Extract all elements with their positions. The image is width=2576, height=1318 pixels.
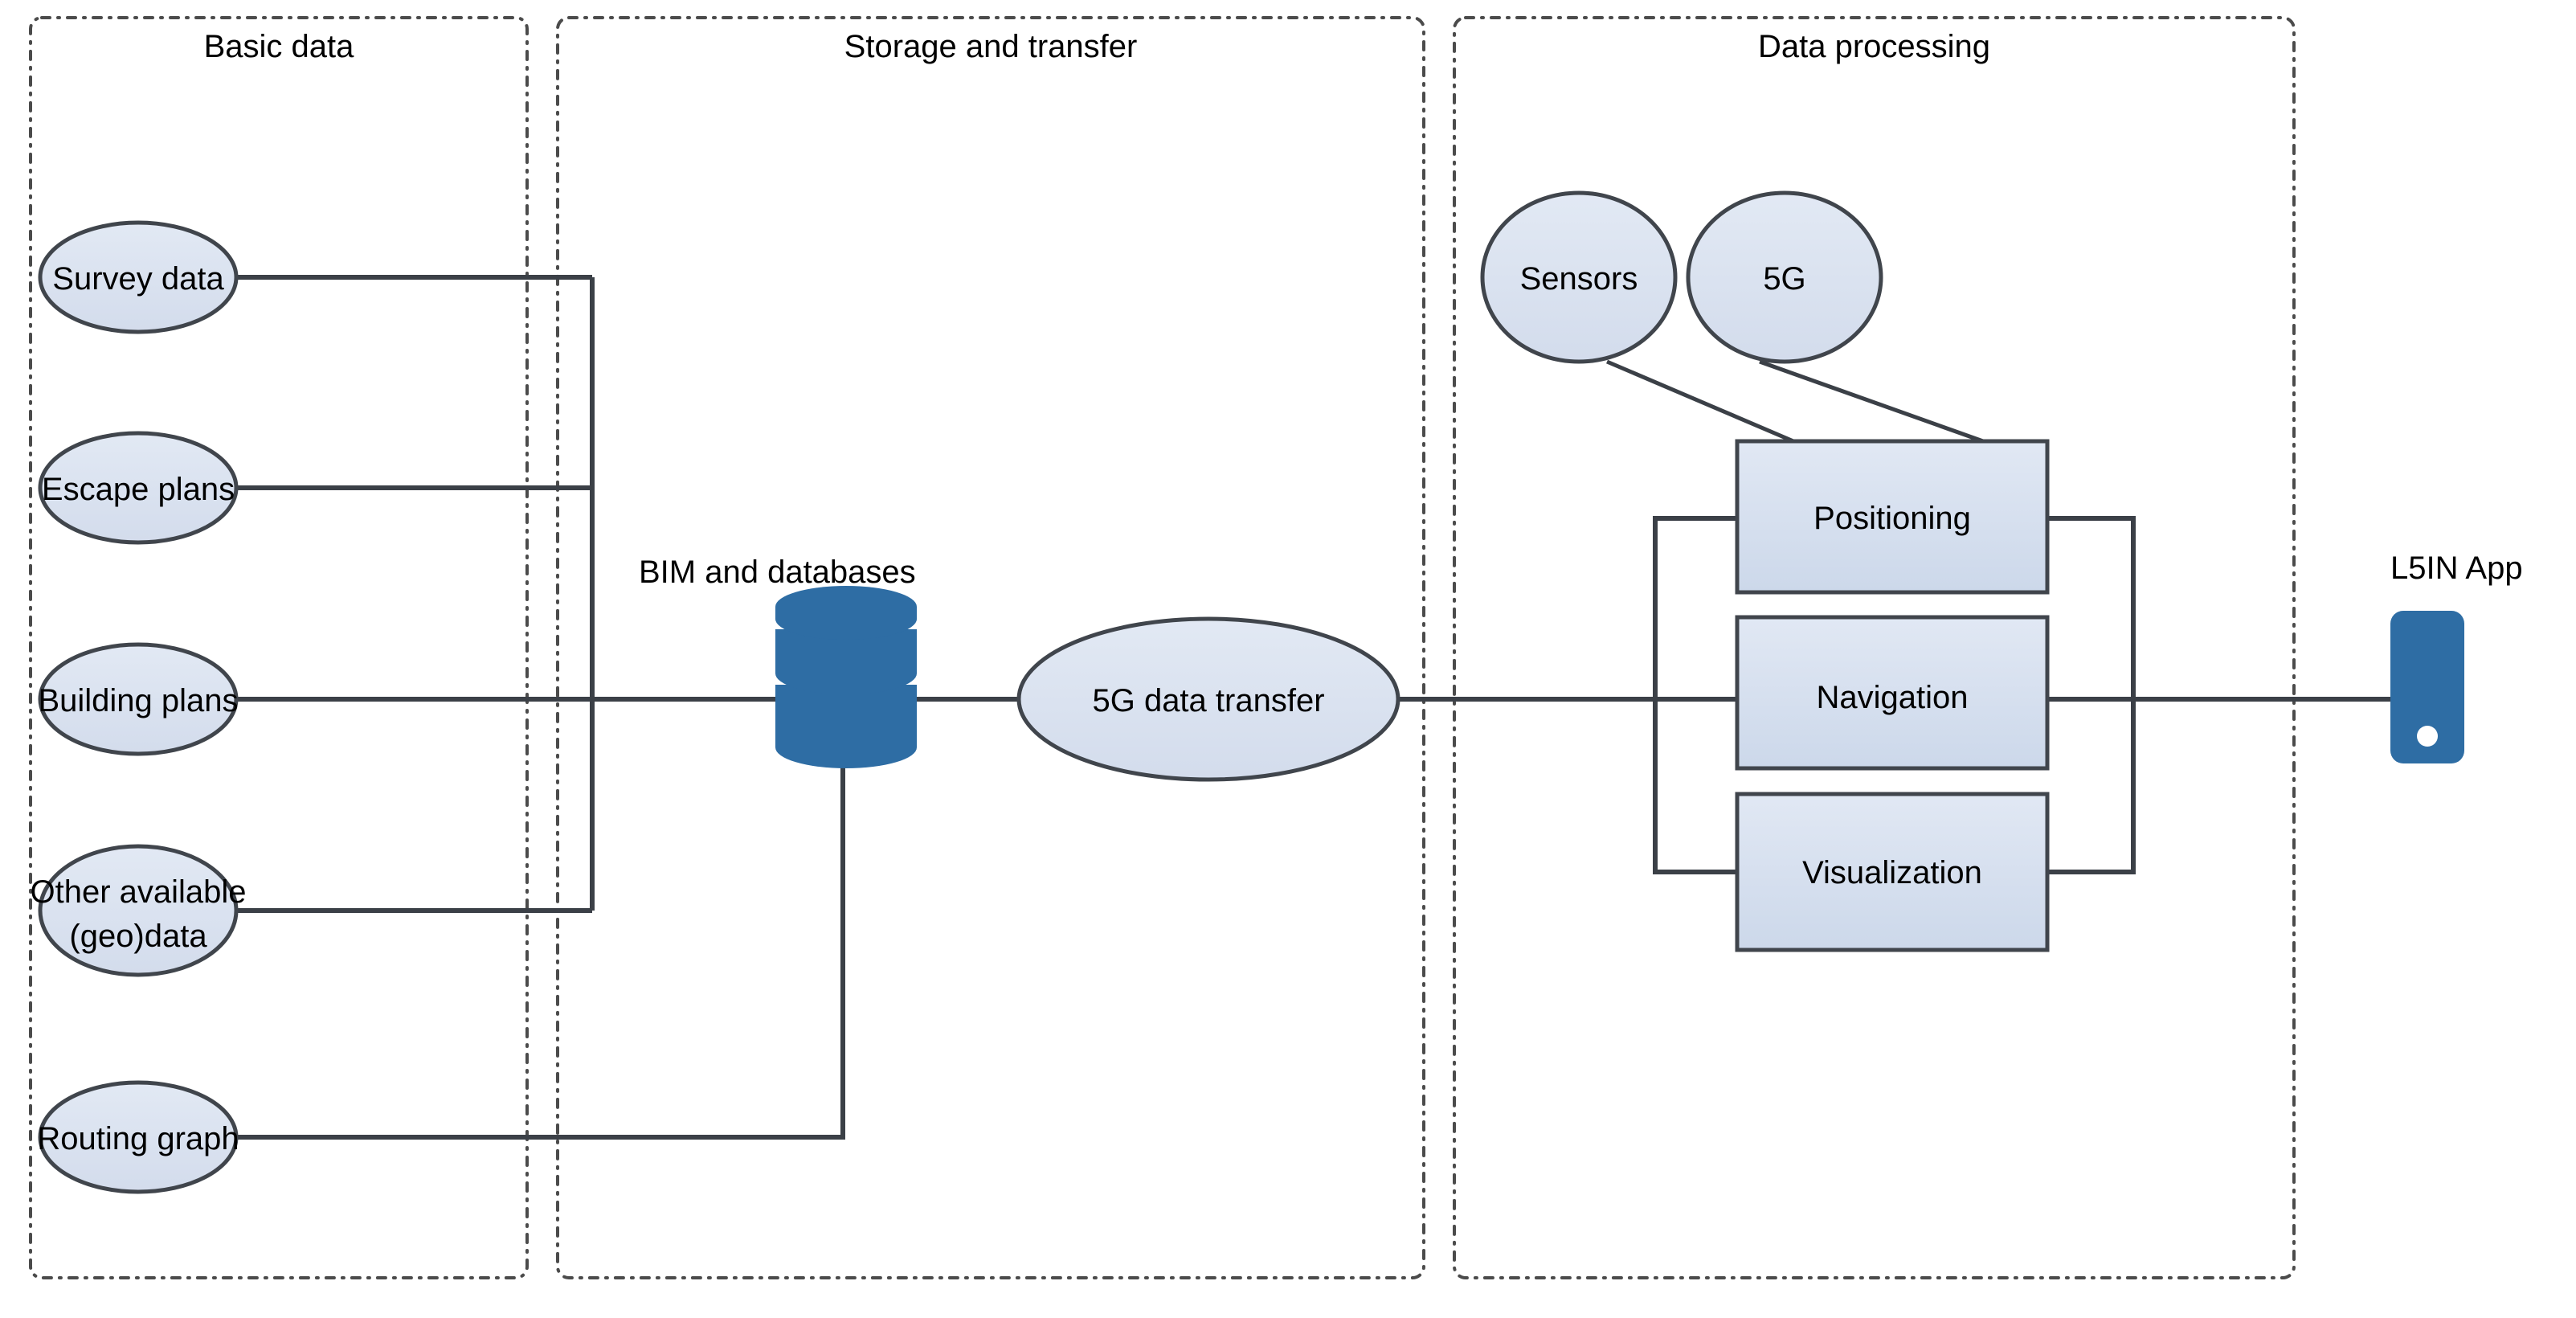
group-title-basic-data: Basic data	[203, 29, 354, 64]
node-routing-graph[interactable]	[38, 1080, 239, 1194]
group-title-data-processing: Data processing	[1757, 29, 1991, 64]
connector-processing-left-bus	[1653, 516, 1737, 874]
node-building-plans[interactable]	[38, 642, 239, 756]
hit-navigation[interactable]	[1737, 617, 2047, 768]
connector-processing-right-bus	[2047, 516, 2136, 874]
node-5g[interactable]	[1686, 190, 1883, 364]
node-positioning[interactable]	[1735, 439, 2050, 595]
label-bim-and-databases: BIM and databases	[639, 555, 916, 590]
connector-routing-graph-to-database	[235, 751, 845, 1140]
connector-5g-to-positioning	[1759, 359, 1984, 444]
node-sensors[interactable]	[1480, 190, 1678, 364]
node-l5in-app-phone[interactable]	[2390, 611, 2464, 763]
hit-positioning[interactable]	[1737, 441, 2047, 592]
node-escape-plans[interactable]	[38, 431, 239, 545]
node-other-available-geodata[interactable]	[38, 844, 239, 977]
connector-sensors-to-positioning	[1606, 359, 1794, 444]
hit-database[interactable]	[775, 586, 917, 764]
hit-5g-data-transfer[interactable]	[1019, 619, 1398, 780]
node-database-cylinder[interactable]	[775, 586, 917, 768]
node-visualization[interactable]	[1735, 792, 2050, 952]
hit-other-available-geodata[interactable]	[40, 846, 236, 975]
hit-visualization[interactable]	[1737, 794, 2047, 950]
connector-basic-data-bus	[235, 275, 775, 913]
hit-routing-graph[interactable]	[40, 1083, 236, 1192]
hit-escape-plans[interactable]	[40, 433, 236, 542]
hit-5g[interactable]	[1688, 193, 1881, 362]
node-survey-data[interactable]	[38, 220, 239, 334]
hit-l5in-app[interactable]	[2390, 611, 2464, 763]
node-5g-data-transfer[interactable]	[1016, 616, 1400, 782]
group-container-basic-data	[29, 16, 529, 1279]
hit-survey-data[interactable]	[40, 223, 236, 332]
hit-sensors[interactable]	[1482, 193, 1675, 362]
hit-building-plans[interactable]	[40, 645, 236, 754]
group-container-data-processing	[1453, 16, 2296, 1279]
group-container-storage-and-transfer	[556, 16, 1425, 1279]
node-navigation[interactable]	[1735, 615, 2050, 771]
label-l5in-app: L5IN App	[2390, 551, 2523, 586]
group-title-storage-and-transfer: Storage and transfer	[844, 29, 1138, 64]
